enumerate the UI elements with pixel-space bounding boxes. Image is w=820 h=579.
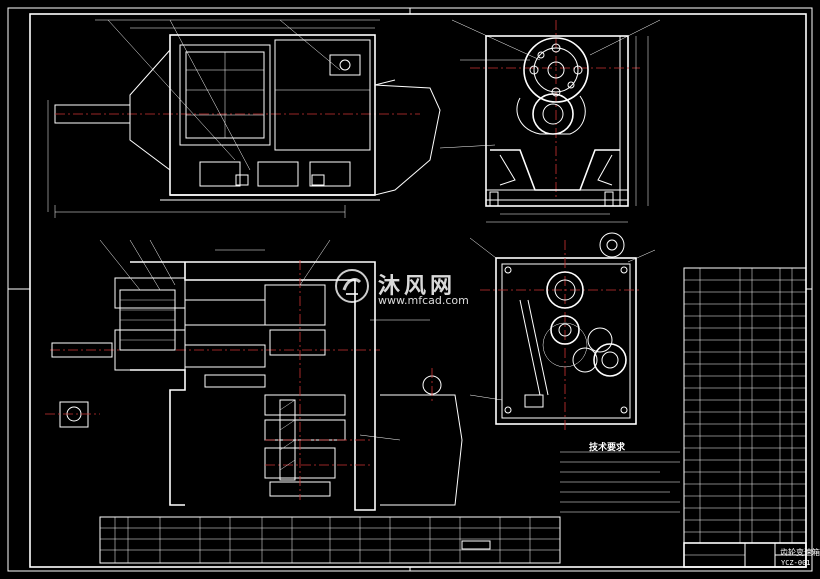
title-block (683, 542, 807, 568)
title-block-name: 齿轮变速箱 (780, 548, 820, 557)
technical-notes (560, 451, 680, 513)
watermark-logo-icon (335, 269, 369, 303)
bottom-table (99, 516, 561, 564)
title-block-drawing-no: YCZ-001 (781, 559, 811, 567)
section-view (45, 239, 463, 511)
top-left-elevation (47, 19, 441, 218)
parts-list (683, 267, 807, 544)
watermark-url: www.mfcad.com (378, 294, 469, 307)
technical-notes-title: 技术要求 (589, 443, 626, 453)
watermark-site-name: 沐风网 (378, 274, 457, 299)
gearbox-plan-view (469, 232, 656, 430)
top-right-end-view (439, 19, 661, 223)
